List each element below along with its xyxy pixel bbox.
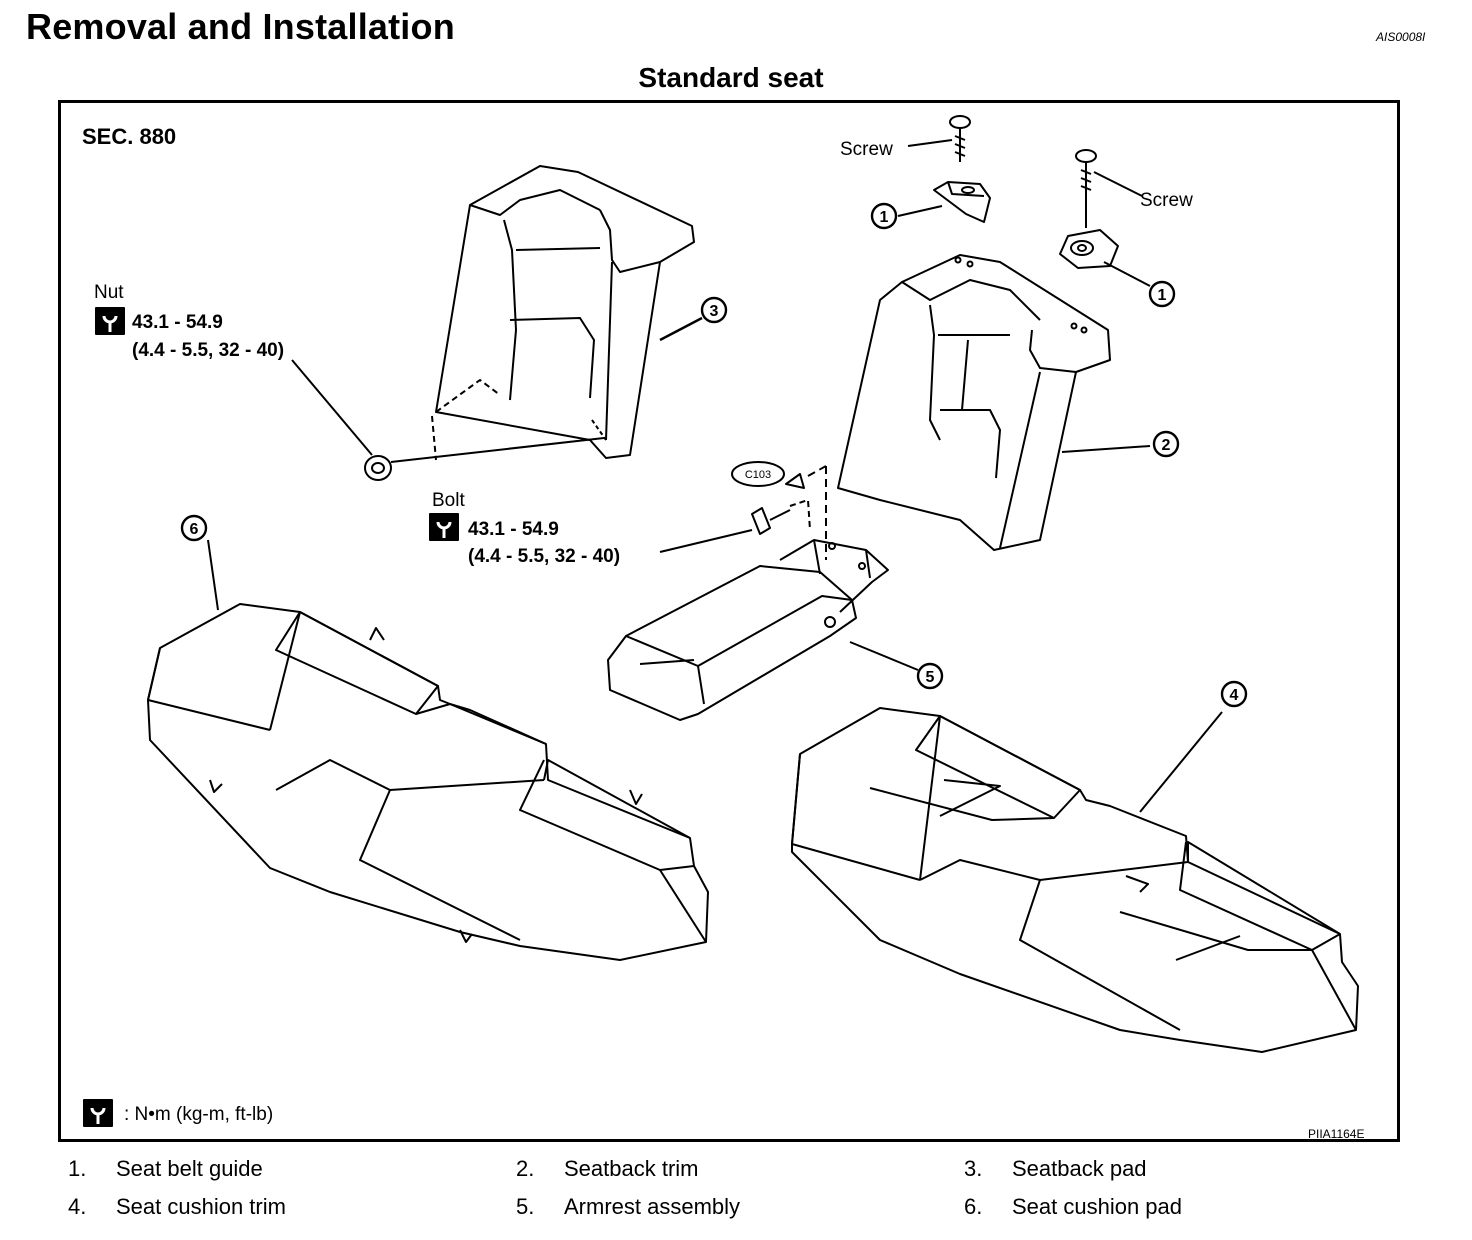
callout-1-lower: 1 [1158, 287, 1167, 304]
parts-legend: 1.Seat belt guide 2.Seatback trim 3.Seat… [58, 1152, 1458, 1232]
connector-c103-badge [731, 461, 785, 487]
bolt-torque: 43.1 - 54.9 [468, 519, 559, 540]
callout-4: 4 [1230, 687, 1239, 704]
callout-2: 2 [1162, 437, 1171, 454]
torque-wrench-icons [83, 307, 459, 1127]
callout-6: 6 [190, 521, 199, 538]
connector-label: C103 [745, 469, 771, 481]
callout-3: 3 [710, 303, 719, 320]
seat-cushion-pad [147, 539, 709, 961]
bolt-torque-alt: (4.4 - 5.5, 32 - 40) [468, 546, 620, 567]
legend-item: 4.Seat cushion trim [68, 1194, 286, 1219]
figure-id: PIIA1164E [1308, 1127, 1364, 1141]
screw-label-lower: Screw [1140, 190, 1193, 211]
legend-item: 3.Seatback pad [964, 1156, 1147, 1181]
legend-item: 6.Seat cushion pad [964, 1194, 1183, 1219]
nut-torque-alt: (4.4 - 5.5, 32 - 40) [132, 340, 284, 361]
callout-1-upper: 1 [880, 209, 889, 226]
seat-belt-guide-lower [1059, 229, 1151, 287]
seatback-trim [837, 254, 1151, 551]
seatback-pad [431, 165, 695, 461]
torque-unit-note: : N•m (kg-m, ft-lb) [124, 1104, 273, 1125]
page-title: Removal and Installation [26, 6, 455, 47]
diagram-subtitle: Standard seat [638, 62, 824, 93]
screw-lower [1075, 149, 1143, 228]
callout-5: 5 [926, 669, 935, 686]
nut-torque: 43.1 - 54.9 [132, 312, 223, 333]
screw-label-upper: Screw [840, 139, 893, 160]
legend-item: 2.Seatback trim [516, 1156, 699, 1181]
section-number: SEC. 880 [82, 124, 176, 149]
armrest-assembly [607, 465, 919, 721]
nut-fastener [291, 359, 605, 481]
document-id: AIS0008I [1376, 30, 1426, 44]
callout-markers [180, 202, 1248, 708]
diagram-frame [58, 100, 1400, 1142]
legend-item: 1.Seat belt guide [68, 1156, 263, 1181]
seat-cushion-trim [791, 707, 1359, 1053]
screw-upper [907, 115, 971, 162]
seat-belt-guide-upper [897, 181, 991, 223]
nut-label: Nut [94, 282, 124, 303]
bolt-label: Bolt [432, 490, 465, 511]
legend-item: 5.Armrest assembly [516, 1194, 741, 1219]
